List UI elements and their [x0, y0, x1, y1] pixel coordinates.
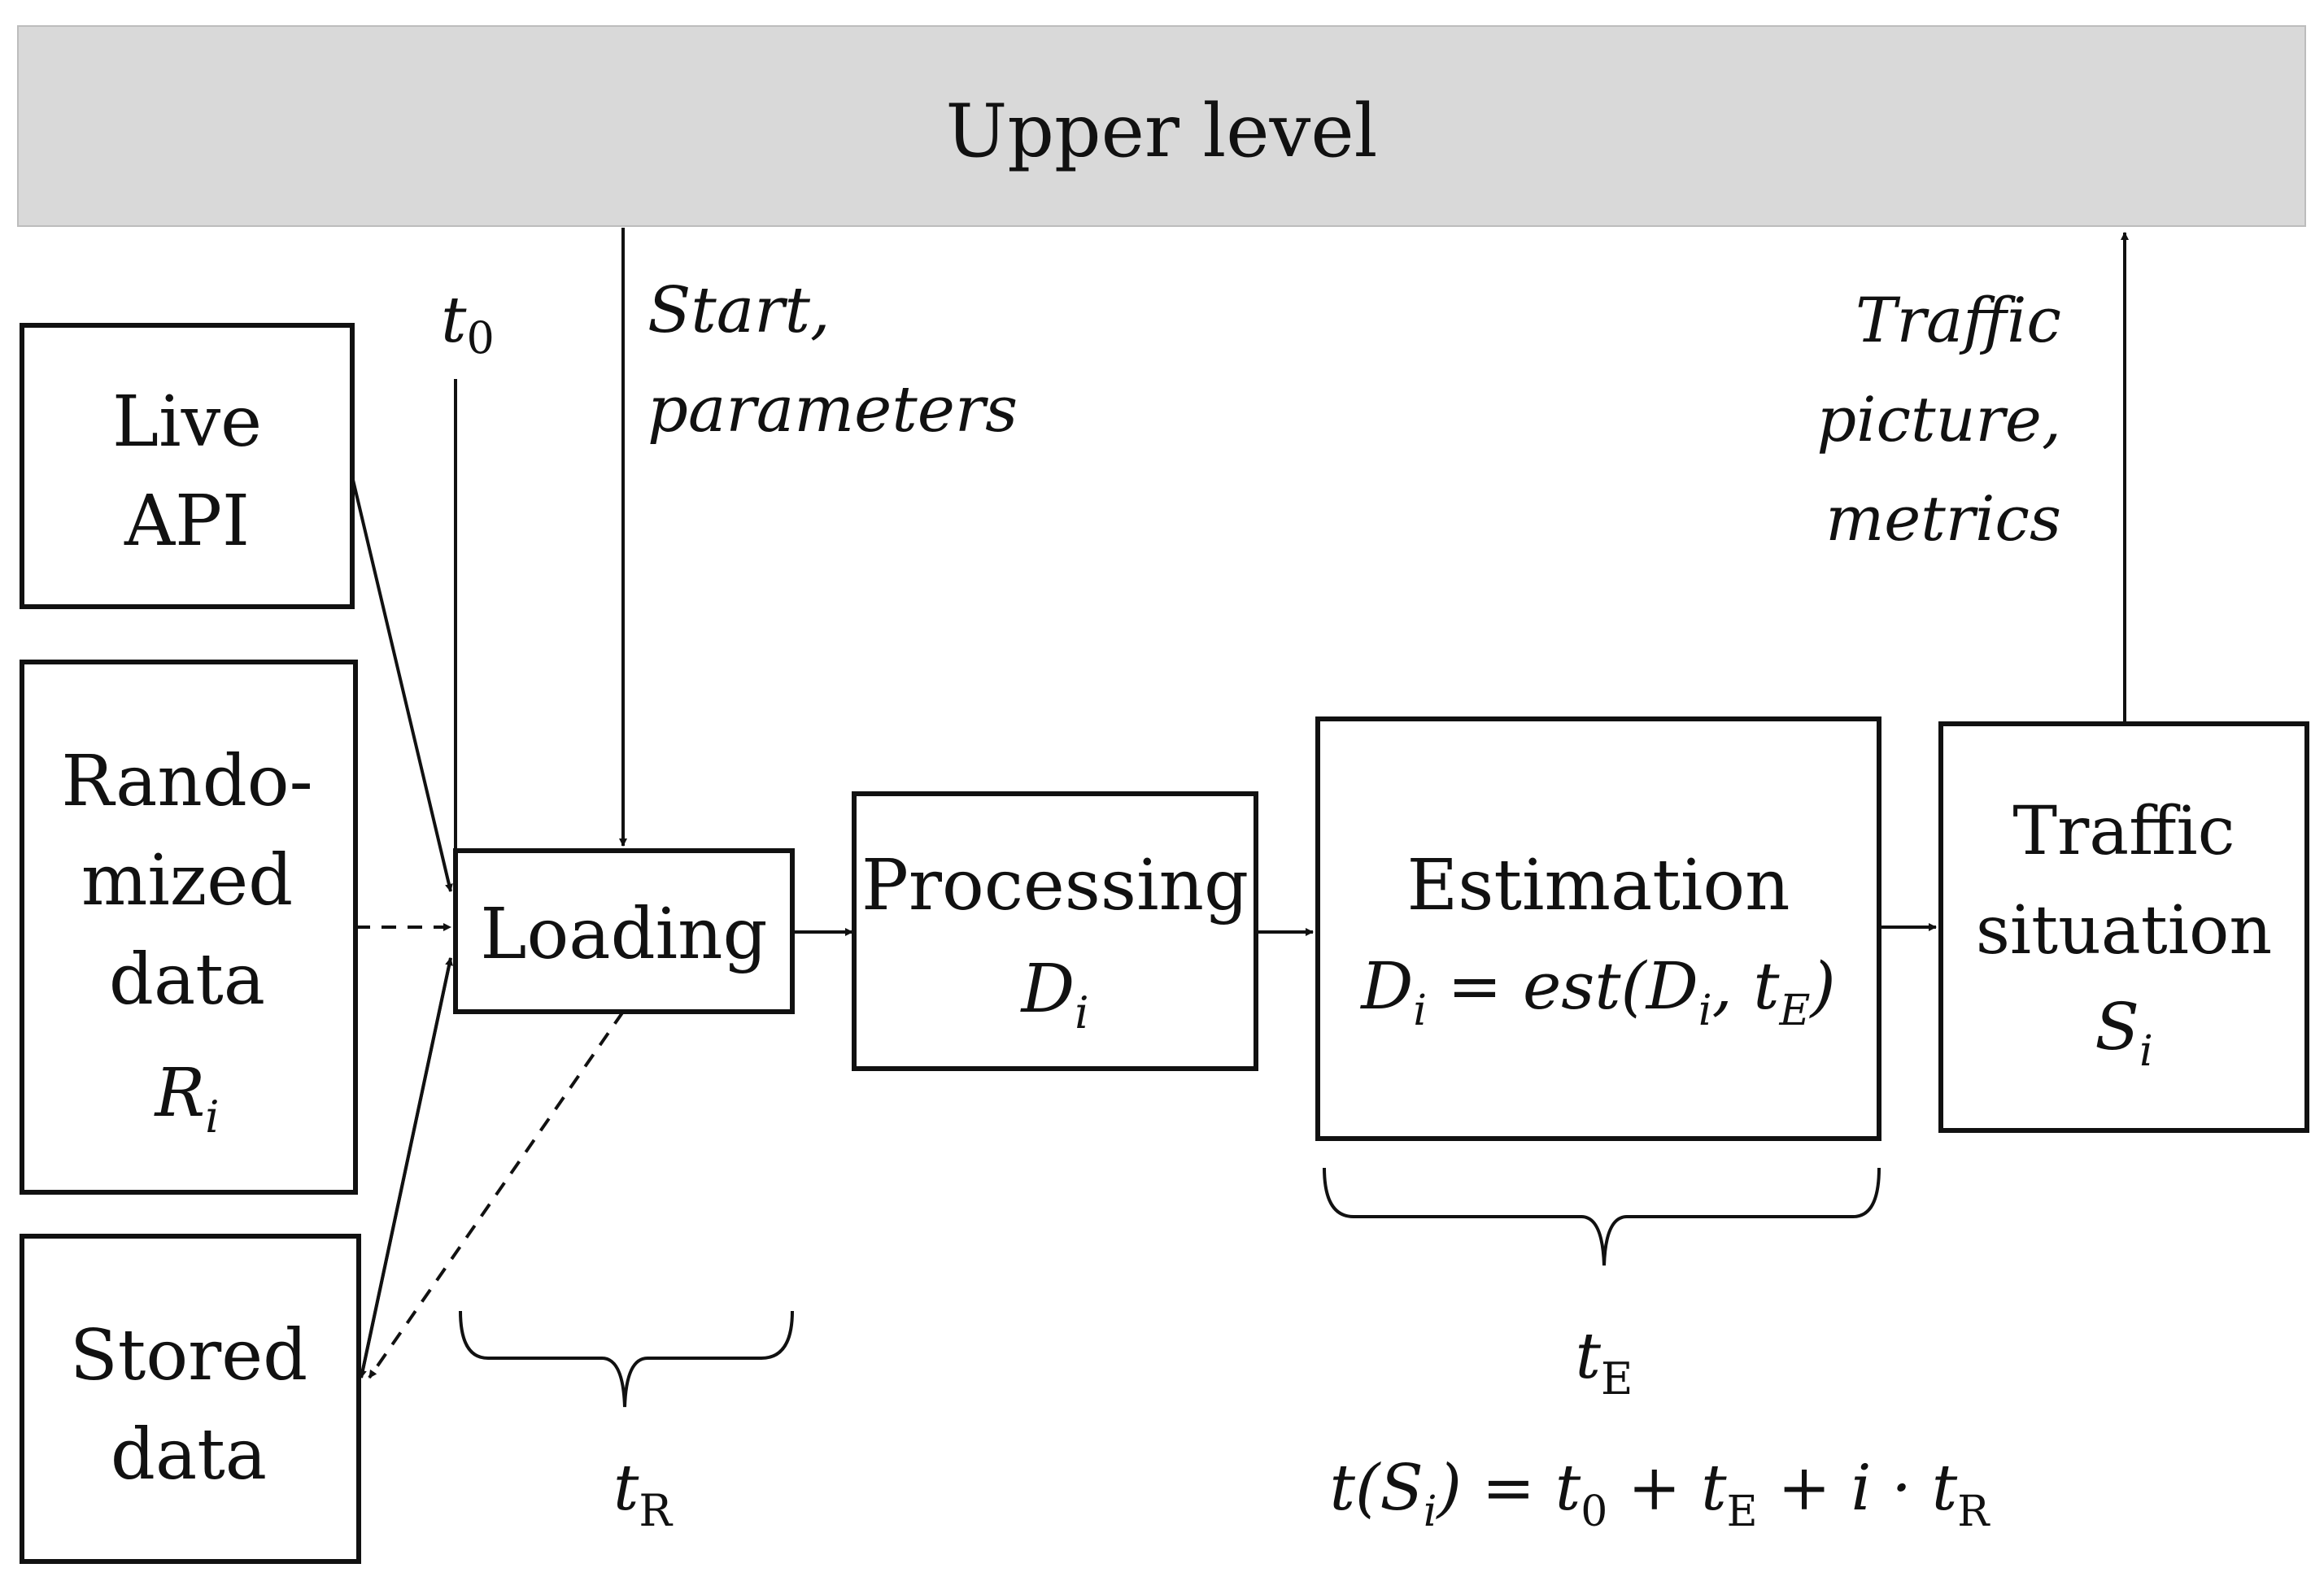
randomized-label-line2: mized: [81, 840, 293, 921]
randomized-data-box: Rando- mized data Ri: [20, 660, 358, 1195]
tR-label: tR: [613, 1452, 673, 1536]
stored-label-line1: Stored: [70, 1315, 307, 1396]
stored-label-line2: data: [111, 1414, 267, 1496]
live-api-label-line2: API: [124, 481, 250, 562]
traffic-situation-box: Traffic situation Si: [1938, 721, 2309, 1133]
live-api-box: Live API: [20, 323, 355, 609]
traffic-situation-line1: Traffic: [2012, 793, 2235, 870]
timing-formula: t(Si) = t0 + tE + i · tR: [1330, 1452, 1991, 1536]
tR-brace: [459, 1310, 794, 1408]
loading-to-stored-dashed-arrow: [368, 1010, 625, 1379]
traffic-output-line2: picture,: [1817, 383, 2061, 455]
start-label: Start,: [647, 274, 831, 347]
estimation-box: Estimation Di = est(Di, tE): [1315, 716, 1881, 1141]
upper-level-bar: Upper level: [17, 25, 2306, 227]
estimation-equation: Di = est(Di, tE): [1359, 948, 1835, 1035]
tE-label: tE: [1576, 1320, 1633, 1405]
traffic-situation-line2: situation: [1976, 892, 2272, 969]
traffic-output-line3: metrics: [1825, 482, 2061, 555]
traffic-situation-symbol: Si: [2095, 989, 2152, 1076]
randomized-label-line1: Rando-: [61, 741, 312, 822]
stored-data-box: Stored data: [20, 1234, 361, 1564]
live-api-label-line1: Live: [112, 381, 262, 463]
tE-brace: [1323, 1167, 1881, 1266]
loading-label: Loading: [480, 894, 767, 975]
processing-symbol: Di: [1019, 951, 1088, 1039]
randomized-symbol: Ri: [153, 1055, 219, 1143]
upper-level-label: Upper level: [946, 89, 1378, 174]
processing-label: Processing: [861, 845, 1249, 926]
processing-box: Processing Di: [852, 791, 1258, 1071]
loading-to-stored-arrow: [358, 957, 452, 1378]
traffic-output-line1: Traffic: [1855, 284, 2061, 356]
estimation-label: Estimation: [1406, 845, 1790, 926]
randomized-label-line3: data: [109, 939, 265, 1021]
loading-box: Loading: [453, 848, 795, 1014]
parameters-label: parameters: [647, 373, 1018, 446]
t0-label: t0: [441, 284, 495, 364]
live-api-to-loading-arrow: [351, 476, 453, 892]
